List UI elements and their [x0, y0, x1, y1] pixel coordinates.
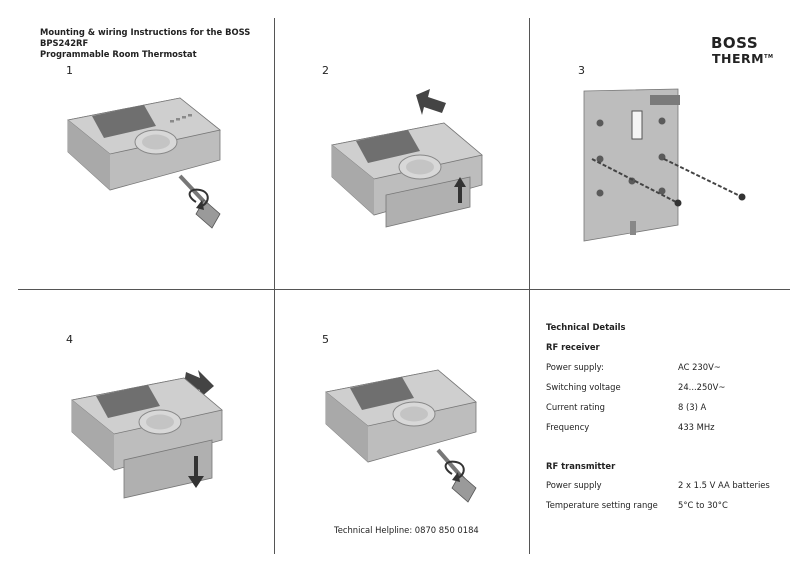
rotate-arrow-icon	[444, 460, 465, 479]
wall-plate	[583, 88, 679, 242]
logo-line-1: BOSS	[711, 34, 759, 52]
step-number-5: 5	[322, 333, 329, 346]
technical-heading: Technical Details	[546, 322, 626, 332]
transmitter-label-power-supply: Power supply	[546, 480, 602, 490]
receiver-value-frequency: 433 MHz	[678, 422, 715, 432]
receiver-label-current-rating: Current rating	[546, 402, 605, 412]
divider-vertical-2	[529, 18, 530, 554]
divider-vertical-1	[274, 18, 275, 554]
step-number-3: 3	[578, 64, 585, 77]
receiver-value-power-supply: AC 230V~	[678, 362, 721, 372]
screw-icon	[738, 193, 746, 201]
step-number-4: 4	[66, 333, 73, 346]
transmitter-label-temperature-range: Temperature setting range	[546, 500, 658, 510]
rotate-arrow-icon	[188, 188, 209, 207]
receiver-label-power-supply: Power supply:	[546, 362, 604, 372]
receiver-value-switching-voltage: 24...250V~	[678, 382, 726, 392]
title-line-2: Programmable Room Thermostat	[40, 49, 197, 59]
transmitter-value-power-supply: 2 x 1.5 V AA batteries	[678, 480, 770, 490]
transmitter-heading: RF transmitter	[546, 461, 616, 471]
step-1-illustration	[67, 97, 221, 229]
boss-therm-logo: BOSS THERMTM	[711, 34, 774, 67]
arrow-up-icon	[454, 177, 466, 203]
receiver-heading: RF receiver	[546, 342, 600, 352]
step-4-illustration	[71, 370, 223, 499]
title-line-1: Mounting & wiring Instructions for the B…	[40, 27, 251, 48]
arrow-right-icon	[184, 370, 214, 398]
receiver-value-current-rating: 8 (3) A	[678, 402, 707, 412]
step-5-illustration	[325, 369, 477, 503]
arrow-up-left-icon	[416, 89, 446, 115]
arrow-down-icon	[188, 456, 204, 488]
logo-line-2: THERMTM	[712, 50, 774, 67]
step-2-illustration	[331, 89, 483, 228]
screw-icon	[674, 199, 682, 207]
logo-trademark: TM	[764, 54, 774, 60]
receiver-label-frequency: Frequency	[546, 422, 590, 432]
logo-line-2-text: THERM	[712, 51, 765, 67]
receiver-label-switching-voltage: Switching voltage	[546, 382, 621, 392]
screwdriver-icon	[178, 174, 221, 229]
divider-horizontal	[18, 289, 790, 290]
technical-helpline: Technical Helpline: 0870 850 0184	[334, 525, 479, 535]
transmitter-value-temperature-range: 5°C to 30°C	[678, 500, 728, 510]
step-3-illustration	[583, 88, 746, 242]
step-number-1: 1	[66, 64, 73, 77]
document-title: Mounting & wiring Instructions for the B…	[40, 27, 280, 60]
step-number-2: 2	[322, 64, 329, 77]
